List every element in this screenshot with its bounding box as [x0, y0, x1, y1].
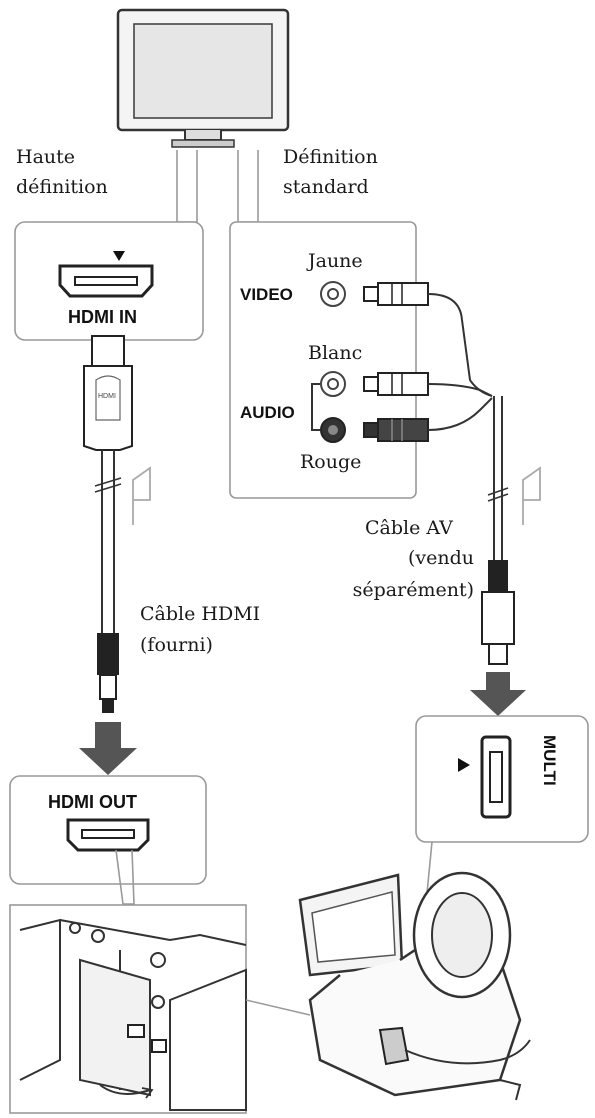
tv-callout-right — [237, 150, 259, 223]
red-label: Rouge — [300, 451, 361, 473]
direction-arrow-icon — [132, 466, 151, 525]
hdmi-cable-label-line2: (fourni) — [140, 634, 213, 656]
yellow-label: Jaune — [306, 250, 363, 272]
arrow-down-icon — [79, 722, 137, 775]
hd-label-line2: définition — [16, 176, 108, 198]
av-input-panel: Jaune VIDEO Blanc AUDIO Rouge — [229, 221, 417, 499]
av-cable-label-line3: séparément) — [353, 579, 474, 601]
hdmi-out-label: HDMI OUT — [48, 792, 137, 812]
triangle-marker-icon — [458, 758, 470, 772]
video-label: VIDEO — [240, 285, 293, 304]
direction-arrow-icon — [522, 466, 541, 525]
triangle-marker-icon — [113, 251, 125, 261]
rca-plugs — [363, 282, 429, 442]
hdmi-cable: HDMI — [79, 335, 137, 775]
hdmi-out-panel: HDMI OUT — [9, 775, 207, 905]
av-cable — [427, 293, 526, 716]
television — [116, 8, 290, 148]
camcorder — [298, 871, 531, 1101]
hdmi-in-label: HDMI IN — [68, 307, 137, 327]
hdmi-cable-label-line1: Câble HDMI — [140, 603, 260, 625]
sd-label-line2: standard — [283, 176, 369, 198]
white-label: Blanc — [308, 342, 362, 364]
hd-label-line1: Haute — [16, 146, 75, 168]
camcorder-inset — [9, 904, 311, 1114]
hdmi-in-panel: HDMI IN — [14, 221, 204, 341]
multi-panel: MULTI — [414, 715, 589, 1016]
audio-label: AUDIO — [240, 403, 295, 422]
arrow-down-icon — [470, 672, 526, 716]
multi-label: MULTI — [540, 735, 559, 786]
av-cable-label-line1: Câble AV — [365, 517, 453, 539]
tv-callout-left — [176, 150, 198, 223]
sd-label-line1: Définition — [283, 146, 378, 168]
av-cable-label-line2: (vendu — [408, 547, 474, 569]
hdmi-plug-logo-icon: HDMI — [98, 393, 116, 400]
